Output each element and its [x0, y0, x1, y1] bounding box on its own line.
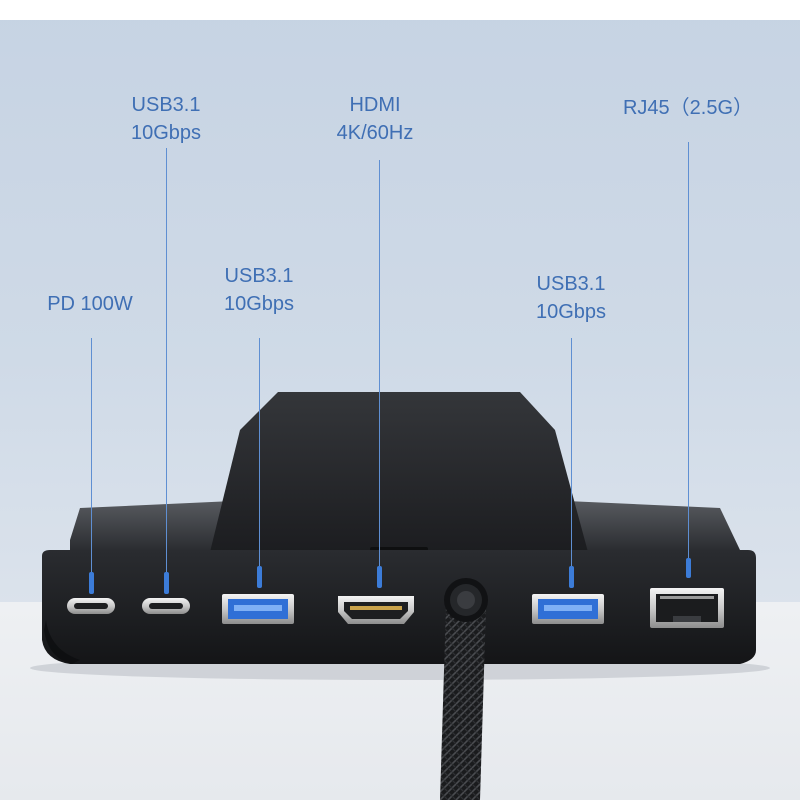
- leader-line-rj45: [688, 142, 689, 562]
- top-white-strip: [0, 0, 800, 20]
- label-usbc: USB3.1 10Gbps: [131, 91, 201, 147]
- leader-line-usba1: [259, 338, 260, 568]
- marker-usba1: [257, 566, 262, 588]
- device-stand: [210, 392, 588, 552]
- marker-pd: [89, 572, 94, 594]
- label-usba2-line1: USB3.1: [536, 273, 606, 295]
- label-hdmi: HDMI 4K/60Hz: [337, 91, 414, 147]
- usb-c-port-icon[interactable]: [142, 598, 190, 614]
- hdmi-port-icon[interactable]: [338, 596, 414, 624]
- usb-a-port-icon[interactable]: [222, 594, 294, 624]
- label-rj45: RJ45（2.5G）: [623, 94, 753, 122]
- label-usba1: USB3.1 10Gbps: [224, 262, 294, 318]
- label-hdmi-line1: HDMI: [349, 94, 401, 116]
- marker-hdmi: [377, 566, 382, 588]
- marker-usbc: [164, 572, 169, 594]
- usb-c-port-icon[interactable]: [67, 598, 115, 614]
- label-hdmi-line2: 4K/60Hz: [336, 122, 414, 144]
- label-usbc-line1: USB3.1: [131, 94, 201, 116]
- label-usba1-line1: USB3.1: [224, 265, 294, 287]
- leader-line-usbc: [166, 148, 167, 576]
- label-rj45-line1: RJ45（2.5G）: [622, 97, 754, 119]
- cable-icon: [440, 578, 488, 800]
- label-pd: PD 100W: [47, 290, 133, 318]
- marker-rj45: [686, 558, 691, 578]
- leader-line-usba2: [571, 338, 572, 568]
- usb-a-port-icon[interactable]: [532, 594, 604, 624]
- label-pd-line1: PD 100W: [47, 293, 133, 315]
- label-usba2: USB3.1 10Gbps: [536, 270, 606, 326]
- leader-line-pd: [91, 338, 92, 576]
- leader-line-hdmi: [379, 160, 380, 568]
- label-usba1-line2: 10Gbps: [223, 293, 295, 315]
- label-usbc-line2: 10Gbps: [130, 122, 202, 144]
- marker-usba2: [569, 566, 574, 588]
- label-usba2-line2: 10Gbps: [535, 301, 607, 323]
- rj45-port-icon[interactable]: [650, 588, 724, 628]
